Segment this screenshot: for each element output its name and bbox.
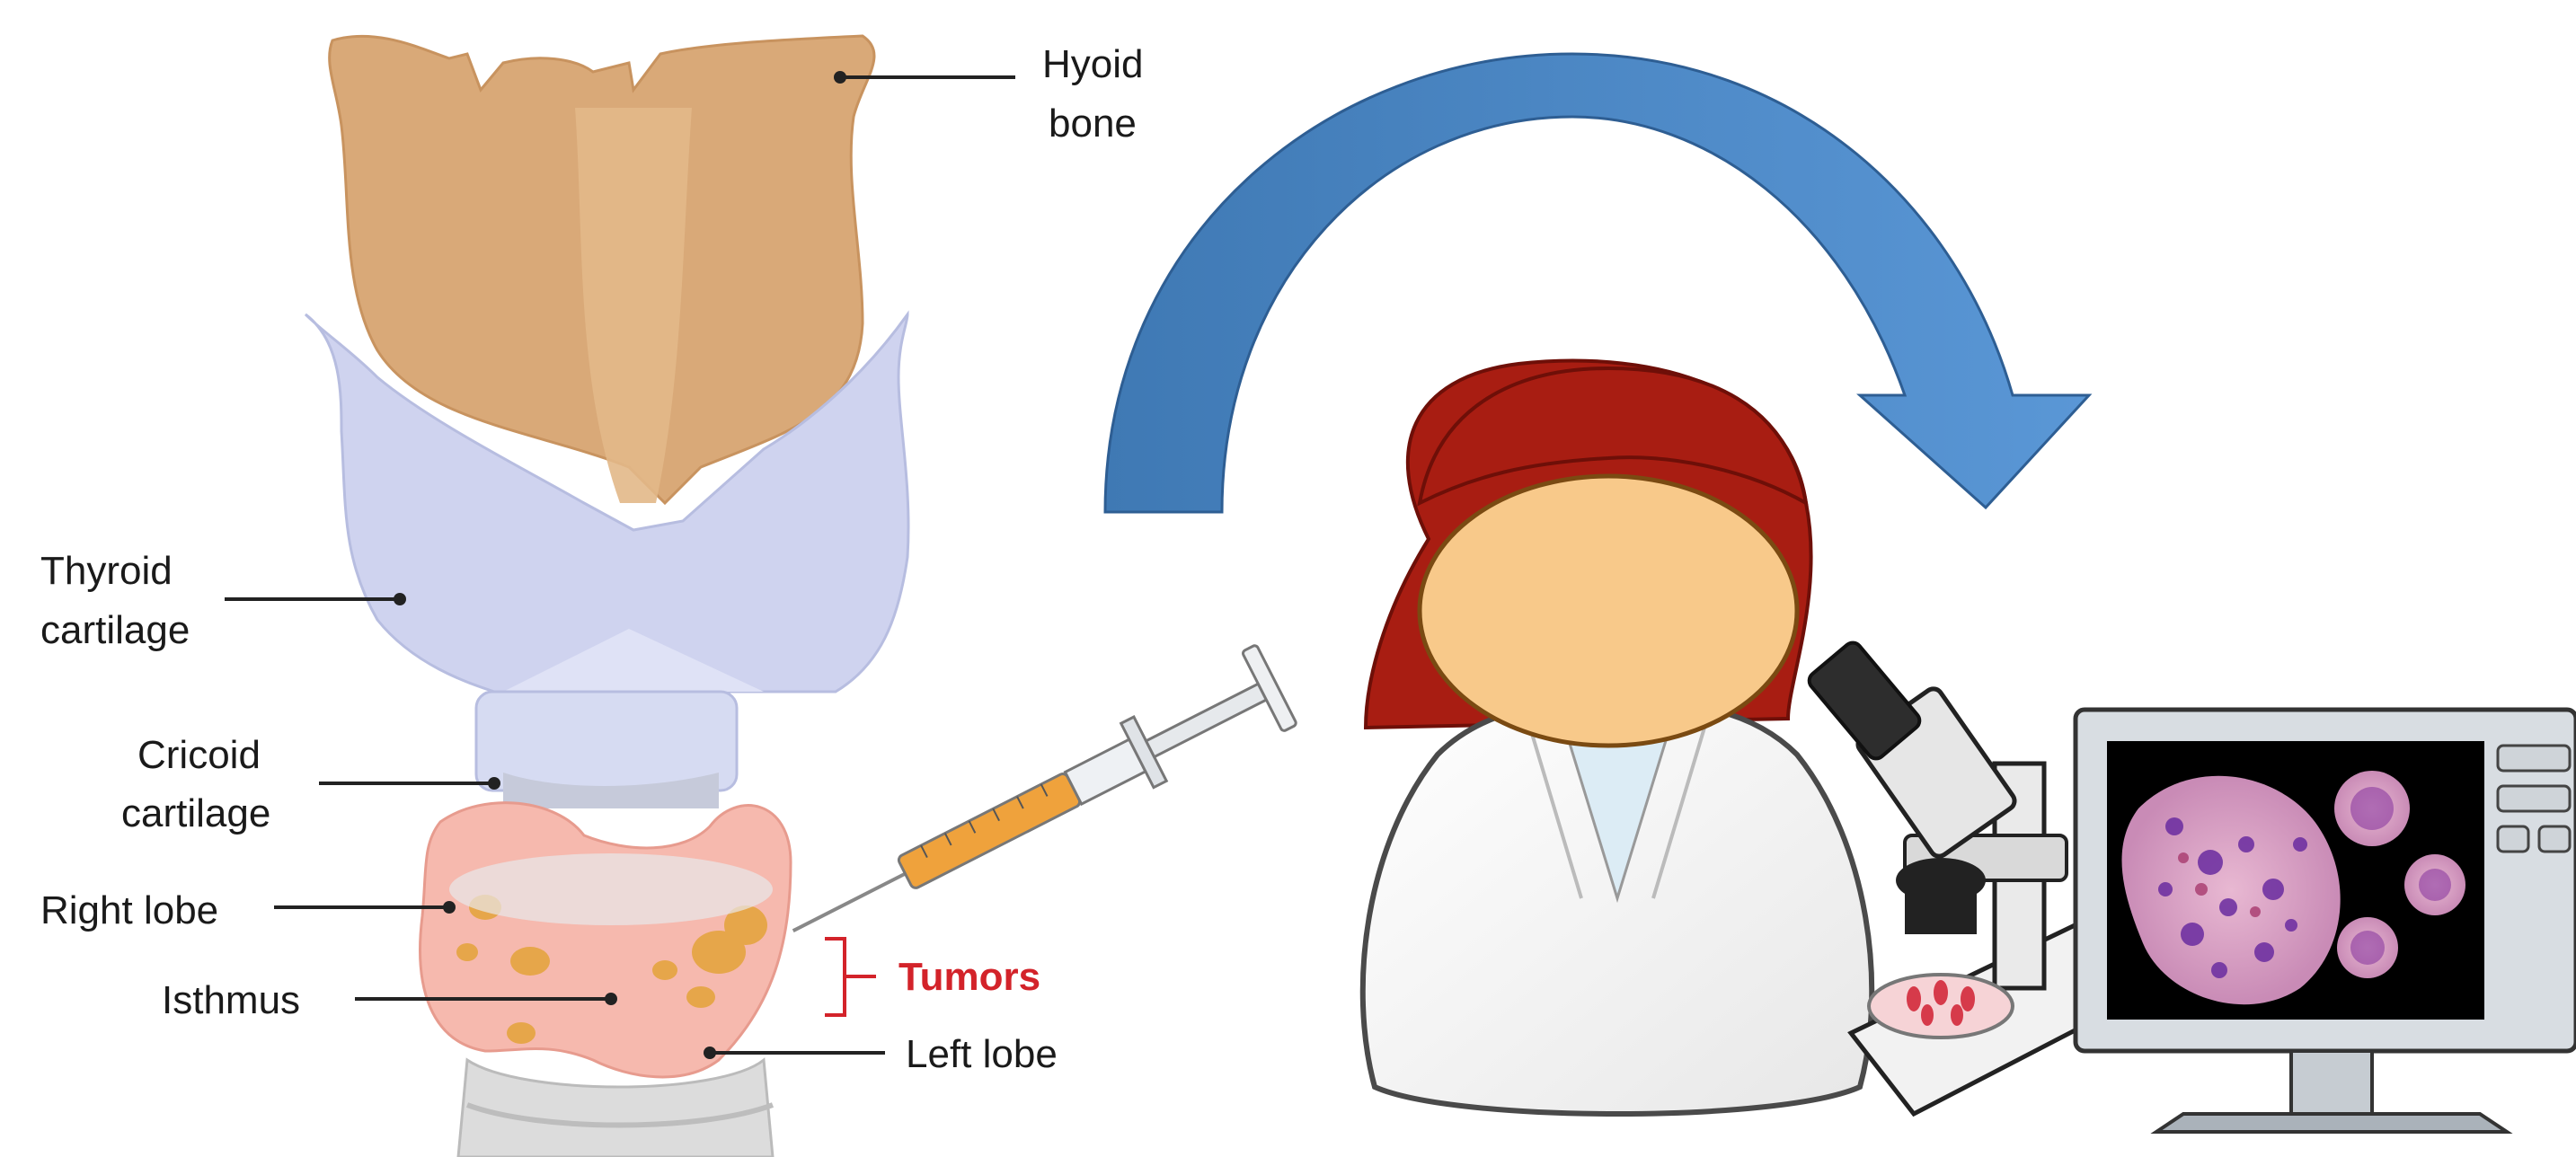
label-thyroid-1: Thyroid bbox=[40, 549, 173, 593]
face bbox=[1420, 476, 1797, 746]
scientist bbox=[1363, 361, 1872, 1114]
tumor-bracket bbox=[825, 939, 876, 1015]
label-left-lobe: Left lobe bbox=[906, 1032, 1058, 1076]
cricoid-cartilage bbox=[476, 692, 737, 790]
label-isthmus: Isthmus bbox=[162, 978, 300, 1022]
label-right-lobe: Right lobe bbox=[40, 888, 218, 932]
trachea-base bbox=[458, 1060, 773, 1157]
label-hyoid-2: bone bbox=[1049, 102, 1137, 146]
label-cricoid-2: cartilage bbox=[121, 791, 270, 835]
label-cricoid-1: Cricoid bbox=[137, 733, 261, 777]
trachea-ring bbox=[449, 853, 773, 925]
label-tumors: Tumors bbox=[899, 955, 1040, 999]
label-hyoid-1: Hyoid bbox=[1042, 42, 1144, 86]
monitor bbox=[2076, 710, 2576, 1132]
syringe bbox=[773, 644, 1297, 970]
label-thyroid-2: cartilage bbox=[40, 608, 190, 652]
